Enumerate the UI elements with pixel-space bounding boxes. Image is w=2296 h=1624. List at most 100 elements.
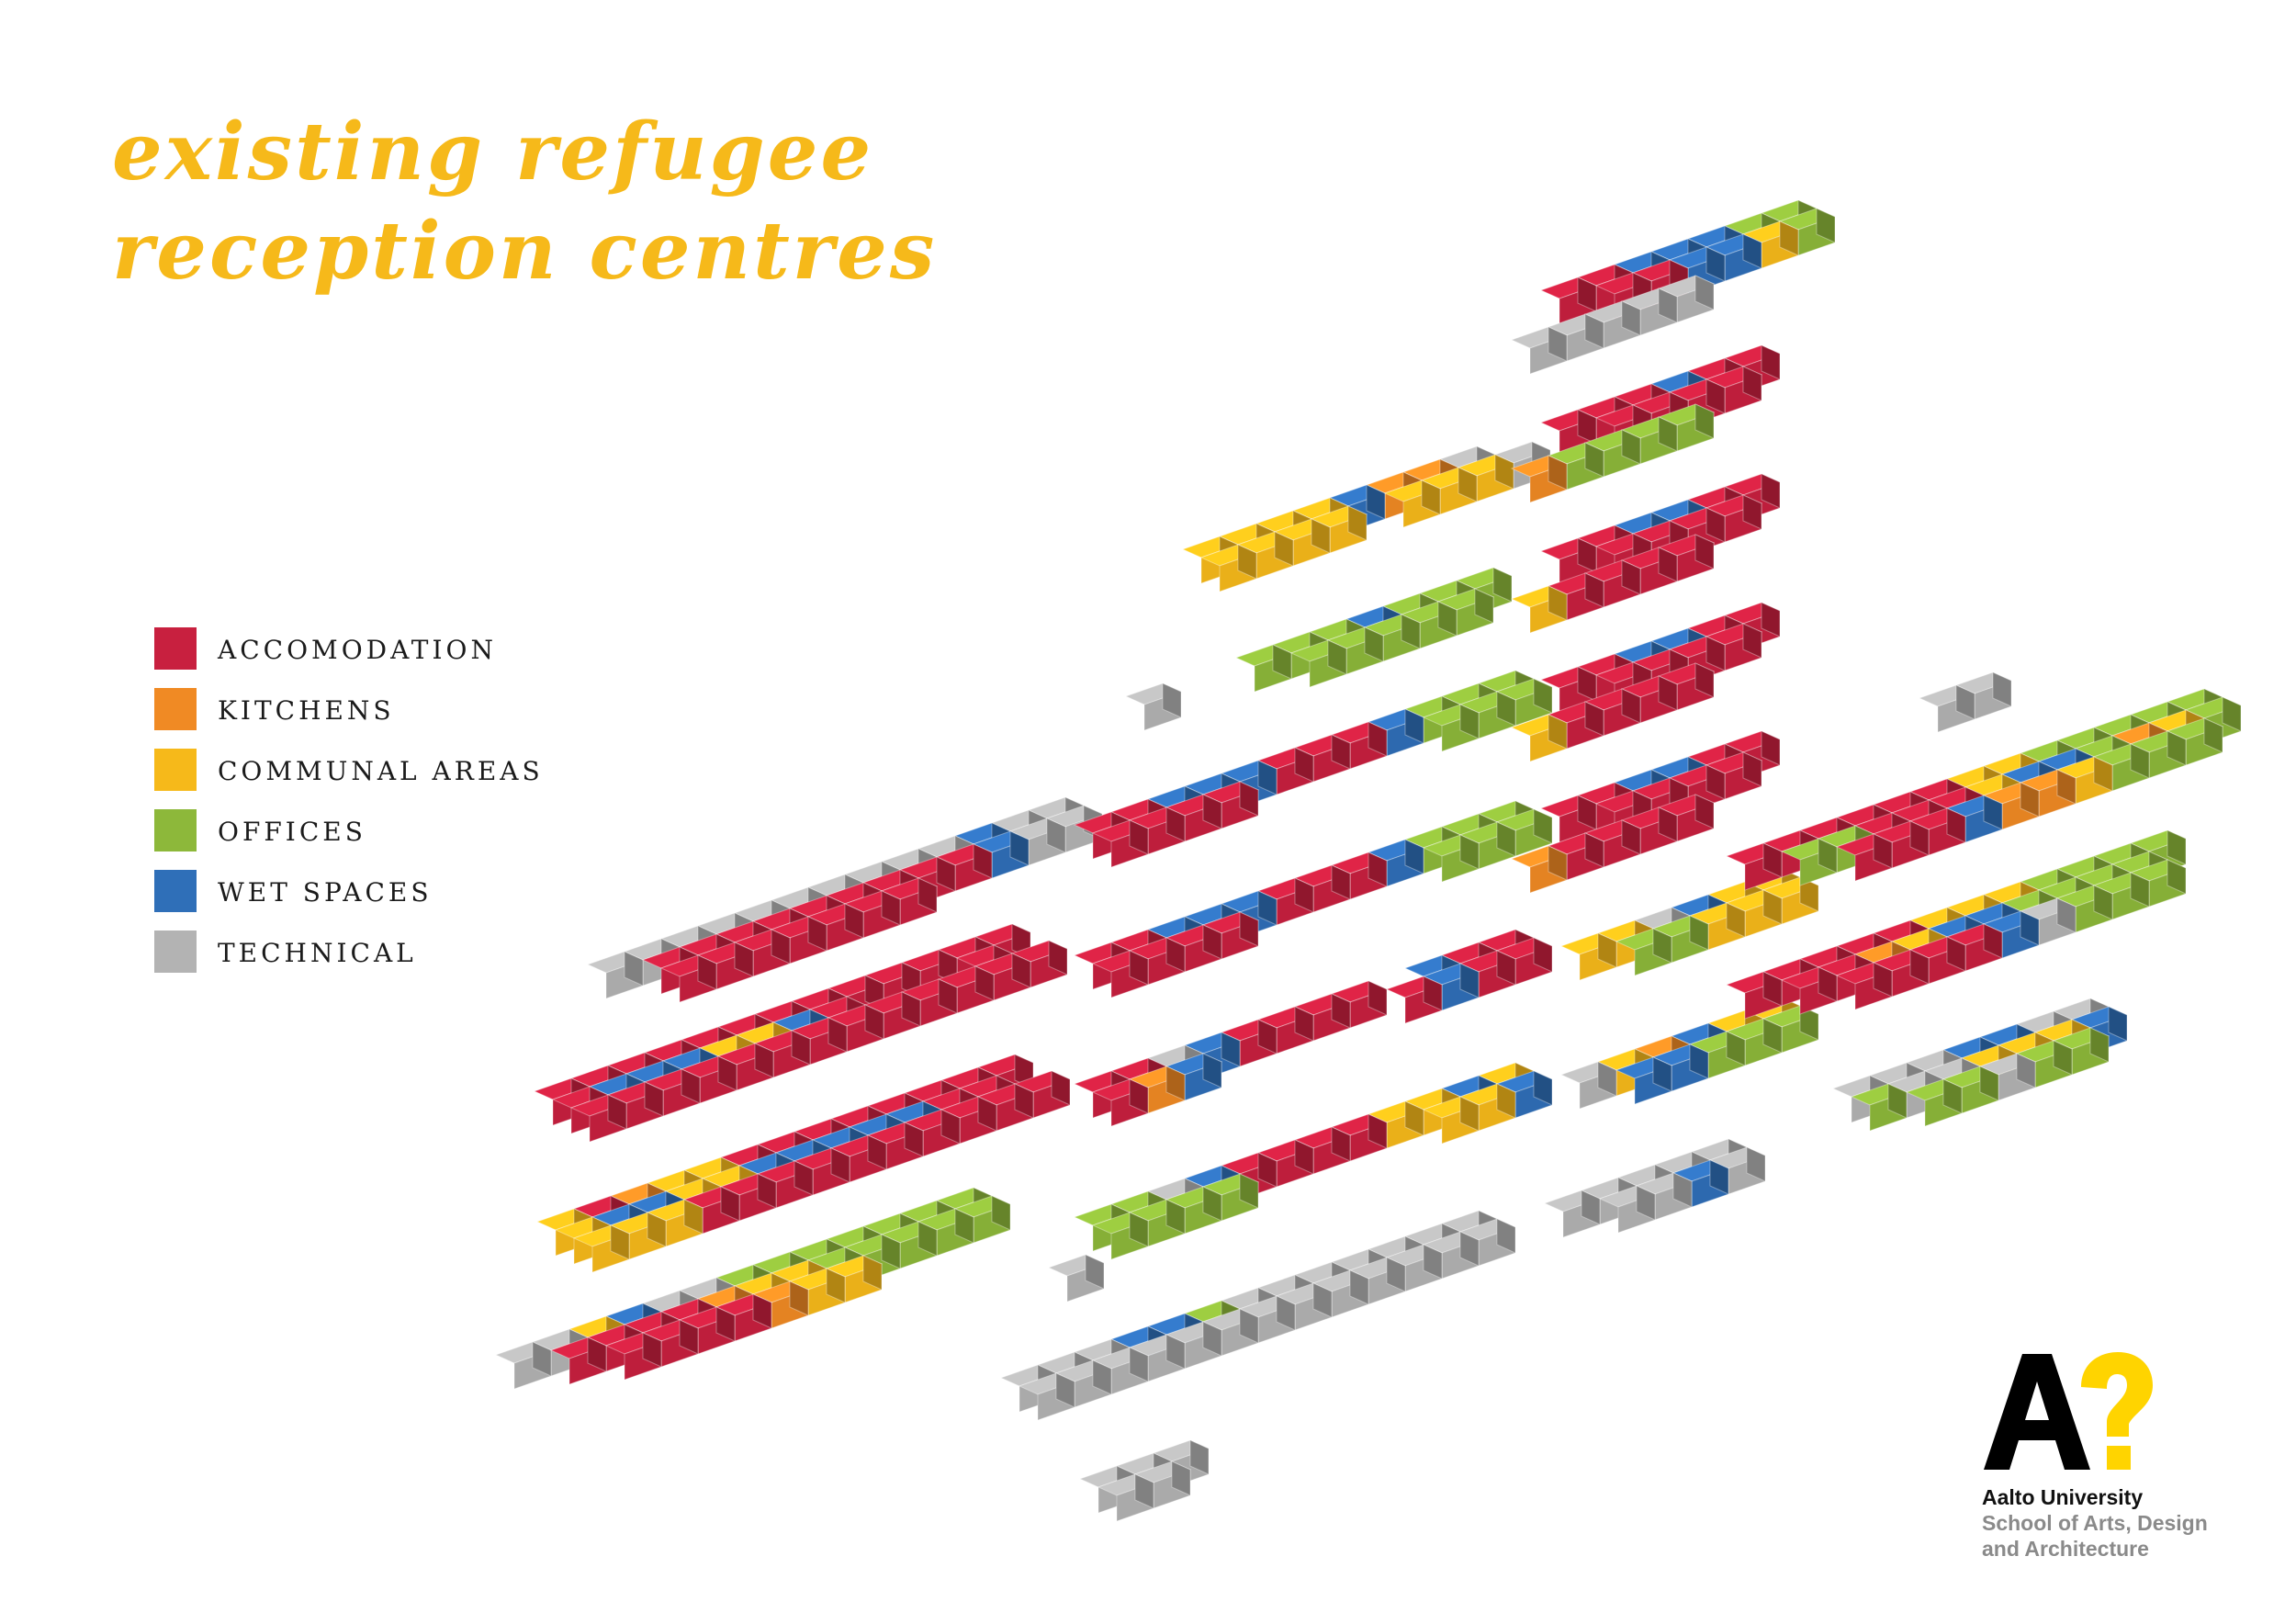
block-side <box>1694 534 1715 570</box>
block-side <box>1401 614 1421 649</box>
block-side <box>1909 820 1930 856</box>
block-side <box>1421 479 1441 515</box>
block-side <box>1386 1257 1406 1292</box>
legend-swatch-kitchens <box>154 688 197 730</box>
block-side <box>1873 962 1893 998</box>
block-side <box>1202 1186 1222 1222</box>
block-side <box>1694 794 1715 829</box>
block-side <box>1202 1321 1222 1357</box>
block-side <box>991 1195 1011 1231</box>
b2-floor-2 <box>1124 567 1514 731</box>
block-side <box>1799 1005 1819 1041</box>
block-side <box>1055 1372 1075 1408</box>
b3-floor-1-tech <box>1510 275 1716 375</box>
block-side <box>1983 923 2003 959</box>
block-side <box>2056 769 2077 805</box>
legend-label-offices: OFFICES <box>218 817 366 847</box>
block-side <box>1746 1146 1766 1182</box>
block-side <box>881 890 901 926</box>
block-side <box>1366 484 1386 520</box>
block-side <box>2167 829 2187 865</box>
block-side <box>1992 671 2012 707</box>
block-side <box>1347 505 1367 541</box>
block-side <box>2016 1053 2036 1088</box>
block-side <box>864 1004 884 1040</box>
block-side <box>610 1224 630 1260</box>
block-side <box>1129 950 1149 986</box>
logo-line-1: Aalto University <box>1982 1485 2144 1509</box>
block-side <box>1636 1185 1656 1221</box>
block-side <box>1459 1096 1480 1132</box>
block-side <box>1331 1126 1351 1162</box>
block-side <box>844 903 864 939</box>
block-side <box>1705 764 1726 800</box>
legend-swatch-accomodation <box>154 627 197 670</box>
block-side <box>1011 953 1031 988</box>
block-side <box>1294 747 1314 783</box>
block-side <box>1689 915 1709 951</box>
logo-line-3: and Architecture <box>1982 1537 2149 1561</box>
block-side <box>1459 704 1480 739</box>
legend-label-wet-spaces: WET SPACES <box>218 877 433 908</box>
block-side <box>1887 1083 1908 1119</box>
block-side <box>715 1306 736 1342</box>
block-side <box>1621 688 1641 724</box>
block-side <box>1726 1031 1746 1066</box>
b4-floor-1 <box>1725 688 2243 891</box>
block-side <box>1742 494 1762 530</box>
block-side <box>1942 1078 1963 1114</box>
legend-swatch-communal-areas <box>154 749 197 791</box>
block-side <box>1404 1100 1424 1136</box>
block-side <box>1364 626 1384 662</box>
block-side <box>644 1081 664 1117</box>
block-side <box>532 1341 552 1377</box>
block-side <box>1276 1295 1296 1331</box>
b2-floor-5 <box>1073 929 1554 1127</box>
legend-label-accomodation: ACCOMODATION <box>218 635 497 665</box>
legend-label-kitchens: KITCHENS <box>218 695 395 726</box>
block-side <box>1597 1061 1617 1097</box>
title-line-2: reception centres <box>112 205 938 298</box>
block-side <box>1621 819 1641 855</box>
block-side <box>2093 885 2113 920</box>
block-side <box>1909 949 1930 985</box>
block-side <box>679 1319 699 1355</box>
block-side <box>1621 300 1641 336</box>
block-side <box>1873 833 1893 869</box>
block-side <box>1621 429 1641 465</box>
legend-swatch-technical <box>154 930 197 973</box>
b3-floor-6 <box>1559 868 1820 981</box>
block-side <box>1129 1212 1149 1247</box>
block-side <box>754 1043 774 1078</box>
block-side <box>1496 691 1516 727</box>
b2-floor-4 <box>1073 800 1554 998</box>
block-side <box>1818 966 1838 1002</box>
block-side <box>1496 950 1516 986</box>
block-side <box>1761 602 1781 637</box>
block-side <box>2089 1027 2110 1063</box>
block-side <box>1533 808 1553 844</box>
block-side <box>1762 842 1783 878</box>
b4-tech-block <box>1918 671 2013 733</box>
block-side <box>826 1268 846 1303</box>
block-side <box>1946 936 1966 972</box>
block-side <box>1496 1083 1516 1119</box>
block-side <box>1171 1460 1191 1496</box>
block-side <box>1584 832 1604 868</box>
block-side <box>867 1134 887 1170</box>
b3-floor-1 <box>1539 199 1837 325</box>
block-side <box>1652 1056 1672 1092</box>
block-side <box>1979 1066 1999 1101</box>
block-side <box>1584 572 1604 608</box>
block-side <box>1694 403 1715 439</box>
block-side <box>720 1186 740 1222</box>
block-side <box>1165 806 1186 842</box>
block-side <box>1584 313 1604 349</box>
block-side <box>2108 1006 2128 1042</box>
legend-swatch-offices <box>154 809 197 851</box>
block-side <box>1816 208 1836 243</box>
block-side <box>647 1212 667 1247</box>
block-side <box>1404 708 1424 744</box>
block-side <box>752 1293 772 1329</box>
